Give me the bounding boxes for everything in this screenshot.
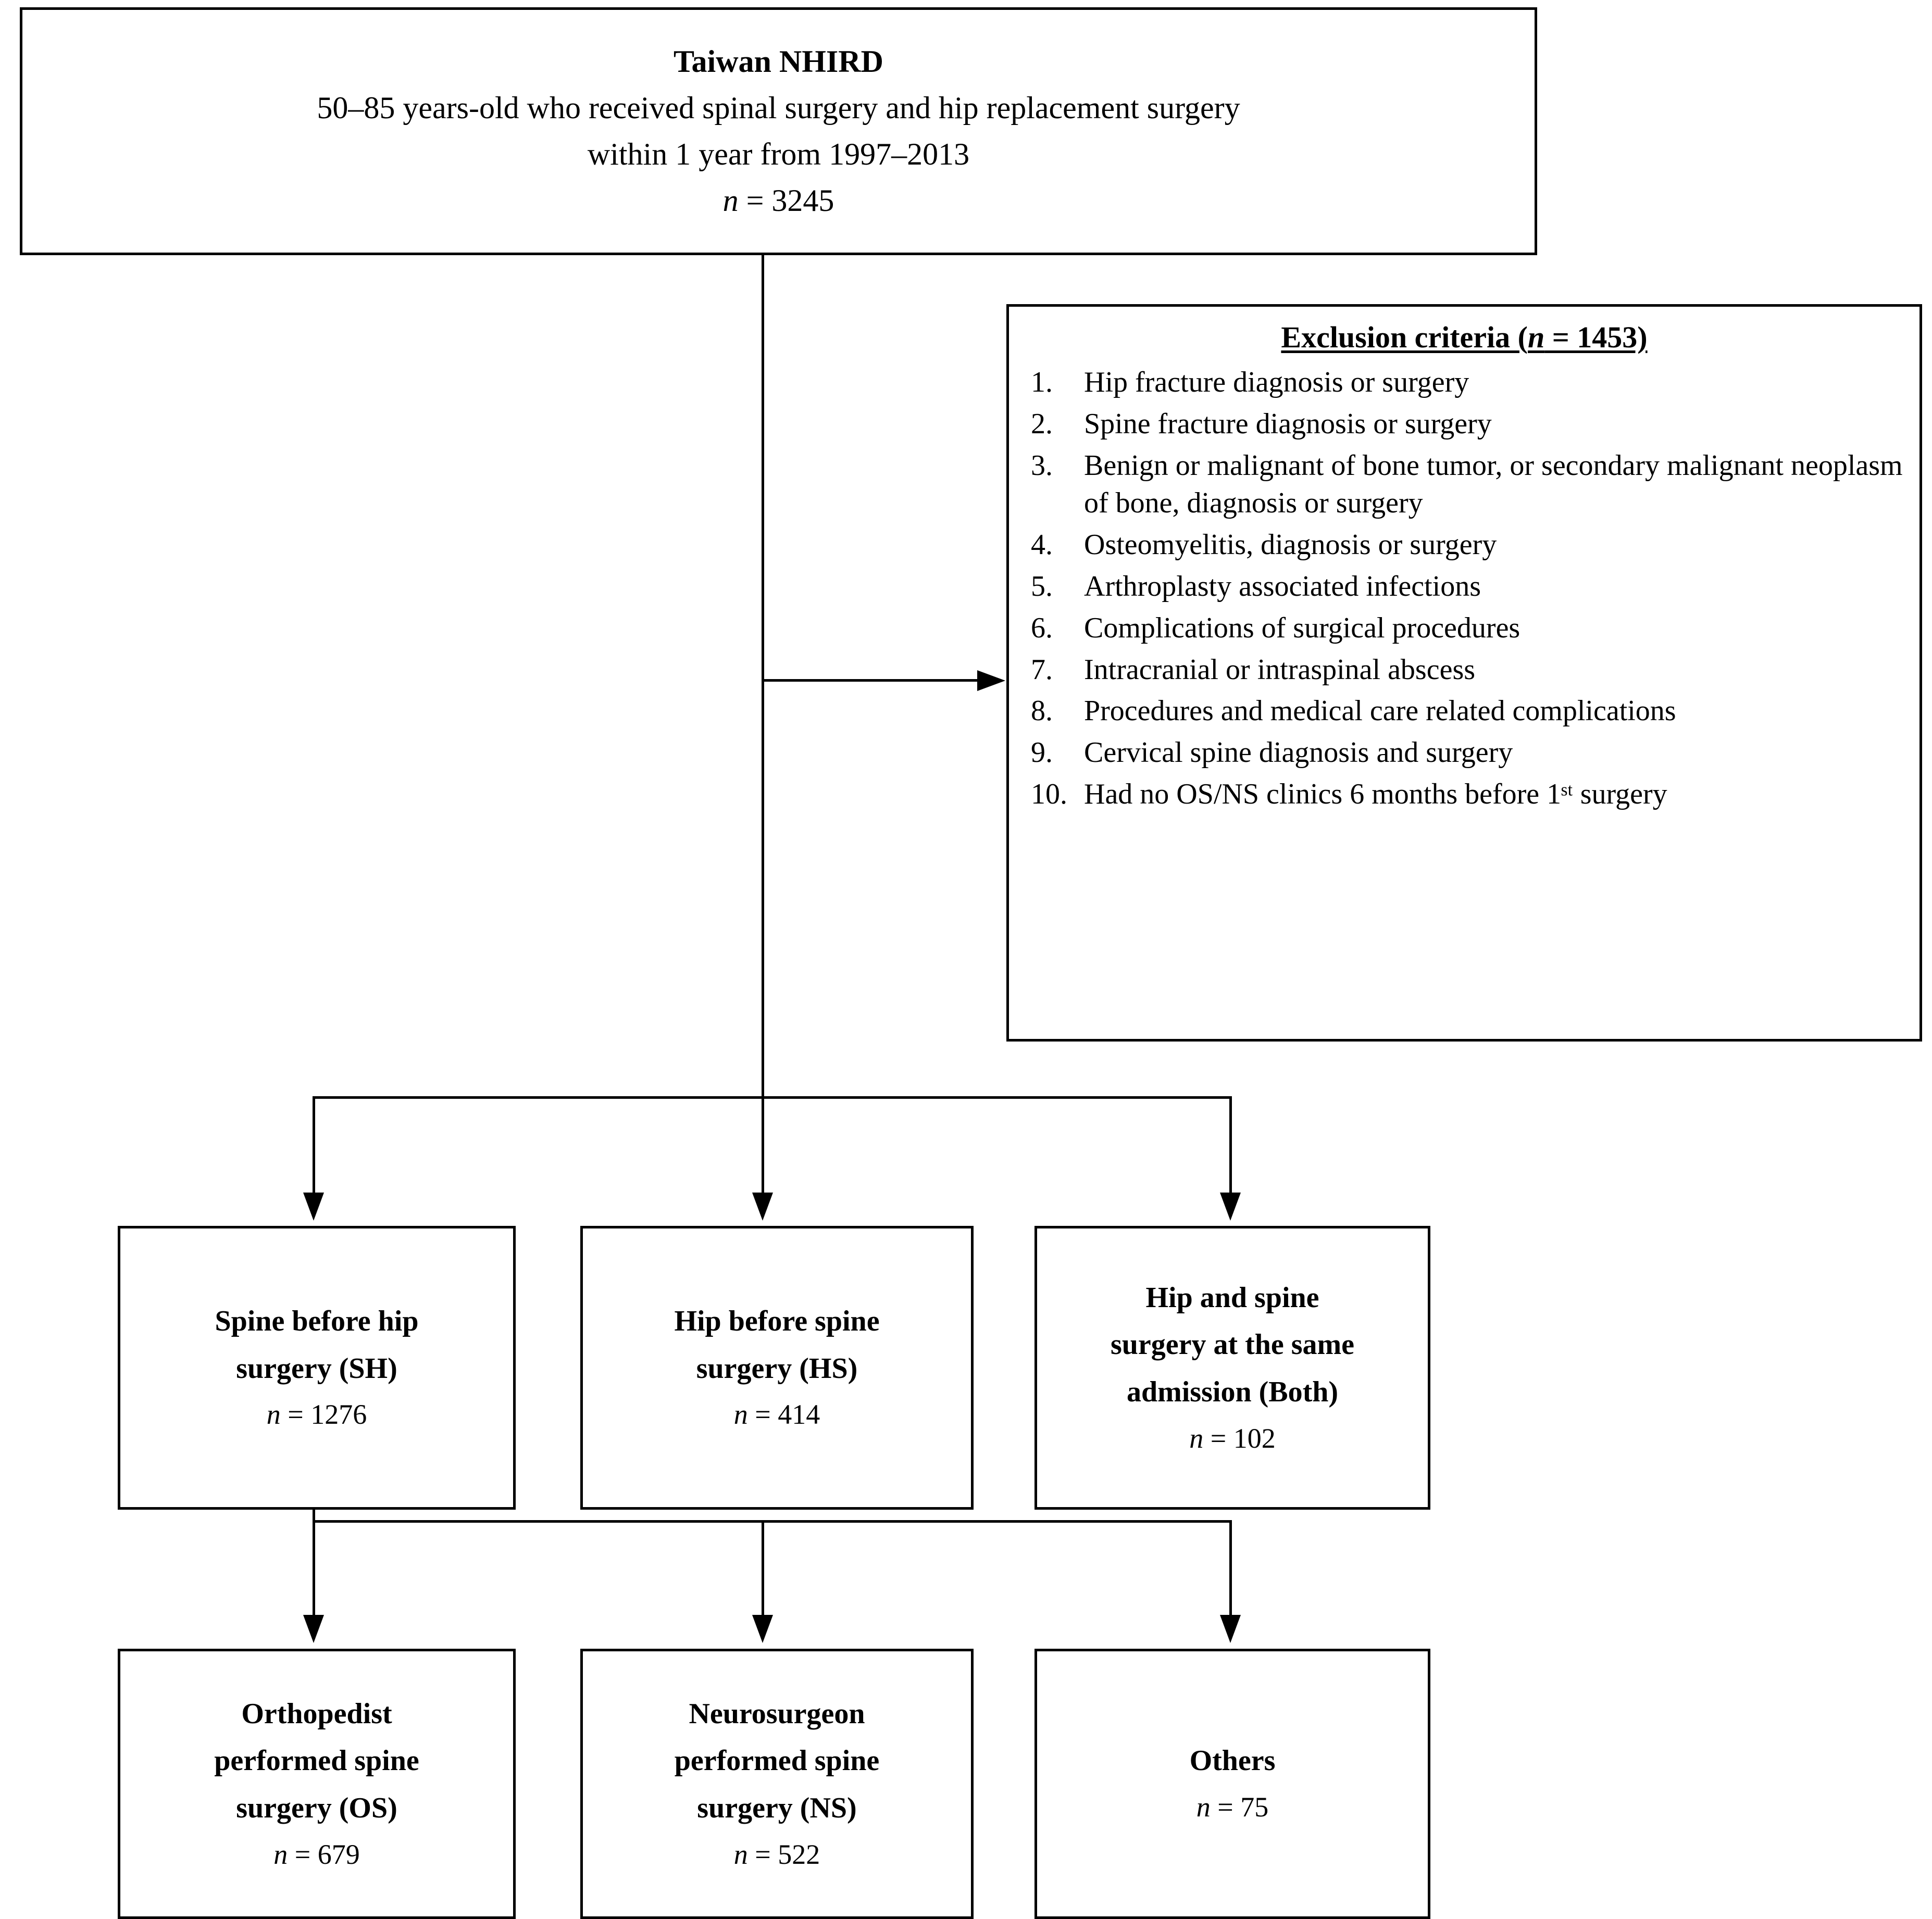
level1-arrowhead-hs-icon (752, 1193, 773, 1221)
exclusion-title-n: n (1527, 320, 1545, 354)
level1-arrowhead-sh-icon (303, 1193, 324, 1221)
exclusion-item-number: 9. (1031, 736, 1053, 769)
exclusion-item: 4. Osteomyelitis, diagnosis or surgery (1023, 526, 1906, 564)
surgeon-count-n: n (733, 1838, 748, 1870)
group-box-hip-and-spine-same-admission: Hip and spine surgery at the same admiss… (1034, 1226, 1430, 1510)
exclusion-item: 6. Complications of surgical procedures (1023, 609, 1906, 647)
surgeon-title-line-3: surgery (OS) (236, 1792, 397, 1825)
surgeon-count-n: n (1196, 1791, 1211, 1823)
group-title-line-2: surgery at the same (1110, 1328, 1355, 1361)
group-count: n = 102 (1044, 1416, 1420, 1461)
group-count-n: n (733, 1399, 748, 1431)
group-count-value: = 414 (747, 1399, 820, 1431)
source-population-box: Taiwan NHIRD 50–85 years-old who receive… (20, 7, 1537, 255)
exclusion-item: 9. Cervical spine diagnosis and surgery (1023, 734, 1906, 772)
source-title: Taiwan NHIRD (674, 44, 883, 79)
exclusion-item-number: 10. (1031, 778, 1067, 811)
exclusion-title-prefix: Exclusion criteria ( (1281, 320, 1528, 354)
group-box-hip-before-spine: Hip before spine surgery (HS) n = 414 (580, 1226, 974, 1510)
source-count: n = 3245 (43, 178, 1514, 224)
surgeon-title-line-3: surgery (NS) (697, 1792, 857, 1825)
exclusion-item-text: Complications of surgical procedures (1084, 611, 1520, 644)
surgeon-count-value: = 522 (747, 1838, 820, 1870)
level2-drop-others (1229, 1520, 1232, 1617)
exclusion-item: 5. Arthroplasty associated infections (1023, 568, 1906, 606)
exclusion-branch-line (762, 679, 979, 682)
exclusion-criteria-list: 1. Hip fracture diagnosis or surgery 2. Sp… (1023, 363, 1906, 817)
surgeon-count: n = 522 (590, 1832, 964, 1877)
level2-drop-ns (762, 1520, 764, 1617)
exclusion-criteria-box: Exclusion criteria (n = 1453) 1. Hip frac… (1006, 304, 1922, 1042)
exclusion-item-text: Procedures and medical care related comp… (1084, 695, 1676, 728)
level1-arrowhead-both-icon (1220, 1193, 1241, 1221)
exclusion-item-number: 5. (1031, 570, 1053, 603)
level2-arrowhead-others-icon (1220, 1615, 1241, 1643)
group-title-line-1: Hip and spine (1145, 1281, 1319, 1314)
level1-branch-bar (313, 1096, 1232, 1099)
exclusion-criteria-title: Exclusion criteria (n = 1453) (1023, 318, 1906, 356)
group-count-value: = 1276 (280, 1399, 367, 1431)
surgeon-title-line-2: performed spine (674, 1745, 880, 1777)
exclusion-item-text: Benign or malignant of bone tumor, or se… (1084, 449, 1903, 520)
exclusion-item-text: Arthroplasty associated infections (1084, 570, 1481, 603)
level1-drop-hs (762, 1096, 764, 1195)
group-title-line-1: Spine before hip (215, 1305, 419, 1338)
surgeon-count-n: n (273, 1838, 288, 1870)
surgeon-count-value: = 679 (288, 1838, 360, 1870)
level2-arrowhead-ns-icon (752, 1615, 773, 1643)
exclusion-item-text: Osteomyelitis, diagnosis or surgery (1084, 529, 1497, 561)
surgeon-box-neurosurgeon: Neurosurgeon performed spine surgery (NS… (580, 1649, 974, 1919)
source-criteria-line-1: 50–85 years-old who received spinal surg… (317, 91, 1240, 126)
exclusion-item-number: 7. (1031, 653, 1053, 686)
group-count: n = 414 (590, 1392, 964, 1437)
exclusion-item-text: Hip fracture diagnosis or surgery (1084, 366, 1469, 399)
exclusion-item-text: Had no OS/NS clinics 6 months before 1ˢᵗ… (1084, 778, 1667, 811)
level2-branch-bar (313, 1520, 1232, 1523)
group-title-line-2: surgery (HS) (696, 1352, 858, 1385)
exclusion-item: 10. Had no OS/NS clinics 6 months before … (1023, 775, 1906, 813)
level1-drop-sh (313, 1096, 315, 1195)
surgeon-count-value: = 75 (1210, 1791, 1269, 1823)
group-count-value: = 102 (1203, 1422, 1276, 1454)
exclusion-item: 7. Intracranial or intraspinal abscess (1023, 651, 1906, 689)
group-count: n = 1276 (128, 1392, 506, 1437)
surgeon-box-orthopedist: Orthopedist performed spine surgery (OS)… (118, 1649, 516, 1919)
exclusion-item-number: 4. (1031, 529, 1053, 561)
group-title-line-2: surgery (SH) (236, 1352, 397, 1385)
exclusion-item-text: Intracranial or intraspinal abscess (1084, 653, 1476, 686)
surgeon-count: n = 75 (1044, 1785, 1420, 1830)
source-count-value: = 3245 (738, 183, 834, 218)
surgeon-title-line-1: Orthopedist (241, 1697, 392, 1730)
level2-drop-os (313, 1520, 315, 1617)
exclusion-item: 1. Hip fracture diagnosis or surgery (1023, 363, 1906, 402)
exclusion-item-text: Cervical spine diagnosis and surgery (1084, 736, 1513, 769)
source-criteria-line-2: within 1 year from 1997–2013 (587, 137, 970, 171)
group-title-line-3: admission (Both) (1126, 1376, 1339, 1409)
exclusion-item: 8. Procedures and medical care related co… (1023, 692, 1906, 730)
group-count-n: n (1189, 1422, 1204, 1454)
exclusion-item-number: 6. (1031, 611, 1053, 644)
group-count-n: n (266, 1399, 281, 1431)
exclusion-item-text: Spine fracture diagnosis or surgery (1084, 407, 1492, 440)
group-box-spine-before-hip: Spine before hip surgery (SH) n = 1276 (118, 1226, 516, 1510)
surgeon-count: n = 679 (128, 1832, 506, 1877)
level1-drop-both (1229, 1096, 1232, 1195)
exclusion-item-number: 8. (1031, 695, 1053, 728)
source-count-n: n (722, 183, 739, 218)
surgeon-title-line-1: Neurosurgeon (689, 1697, 865, 1730)
surgeon-title-line-1: Others (1189, 1745, 1276, 1777)
exclusion-item-number: 3. (1031, 449, 1053, 482)
level2-arrowhead-os-icon (303, 1615, 324, 1643)
exclusion-item: 3. Benign or malignant of bone tumor, or … (1023, 447, 1906, 523)
exclusion-item-number: 1. (1031, 366, 1053, 399)
trunk-line-main (762, 255, 764, 1097)
exclusion-item-number: 2. (1031, 407, 1053, 440)
exclusion-arrowhead-icon (977, 670, 1005, 691)
surgeon-title-line-2: performed spine (214, 1745, 419, 1777)
exclusion-item: 2. Spine fracture diagnosis or surgery (1023, 405, 1906, 443)
surgeon-box-others: Others n = 75 (1034, 1649, 1430, 1919)
group-title-line-1: Hip before spine (674, 1305, 880, 1338)
exclusion-title-suffix: = 1453) (1544, 320, 1648, 354)
